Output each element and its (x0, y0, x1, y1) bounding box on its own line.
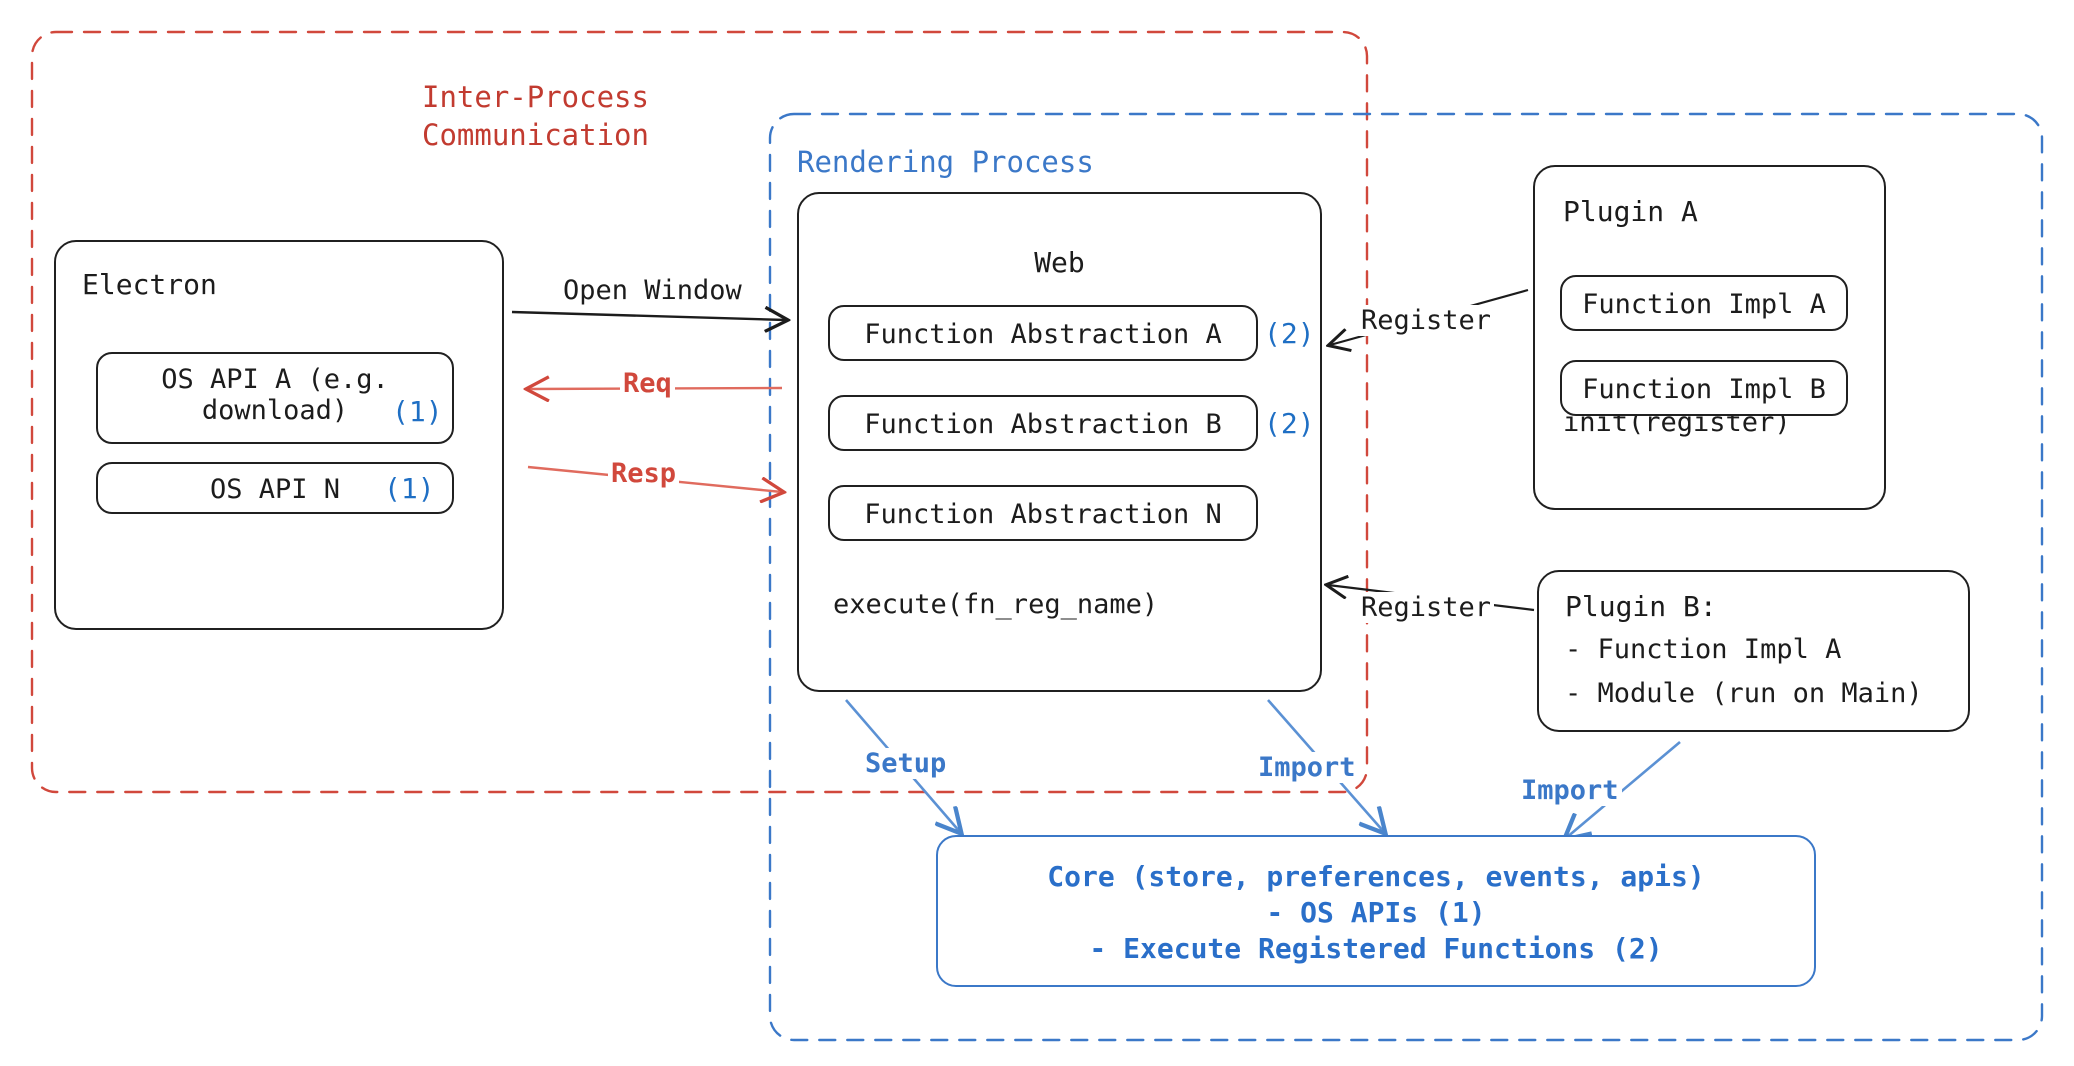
edge-label-import-web: Import (1255, 752, 1359, 783)
os-api-a-label: OS API A (e.g. download) (161, 364, 389, 426)
ipc-region-title: Inter-Process Communication (422, 80, 649, 153)
function-abstraction-b-box[interactable]: Function Abstraction B (828, 395, 1258, 451)
function-impl-b-label: Function Impl B (1582, 374, 1826, 405)
edge-label-open-window: Open Window (560, 275, 745, 306)
function-abstraction-n-label: Function Abstraction N (864, 499, 1222, 530)
plugin-b-line-function-impl-a: - Function Impl A (1565, 634, 1842, 665)
edge-open-window (511, 312, 786, 320)
edge-label-resp: Resp (608, 458, 680, 489)
edge-label-import-plugin-b: Import (1518, 775, 1622, 806)
plugin-b-box[interactable]: Plugin B: - Function Impl A - Module (ru… (1537, 570, 1970, 732)
edge-label-setup: Setup (862, 748, 950, 779)
plugin-a-box[interactable]: Plugin A init(register) (1533, 165, 1886, 510)
web-execute-label: execute(fn_reg_name) (833, 589, 1159, 620)
ipc-region-border (30, 30, 1369, 794)
rendering-region-title: Rendering Process (797, 145, 1094, 179)
function-impl-b-box[interactable]: Function Impl B (1560, 360, 1848, 416)
core-line-os-apis: - OS APIs (1) (1266, 896, 1486, 929)
os-api-a-marker: (1) (392, 395, 443, 428)
core-box[interactable]: Core (store, preferences, events, apis) … (936, 835, 1816, 987)
plugin-b-title: Plugin B: (1565, 590, 1717, 623)
plugin-a-title: Plugin A (1563, 195, 1698, 228)
edge-label-req: Req (620, 368, 675, 399)
rendering-region-border (768, 112, 2044, 1042)
core-line-execute: - Execute Registered Functions (2) (1089, 932, 1663, 965)
function-impl-a-box[interactable]: Function Impl A (1560, 275, 1848, 331)
os-api-a-box[interactable]: OS API A (e.g. download) (96, 352, 454, 444)
function-impl-a-label: Function Impl A (1582, 289, 1826, 320)
plugin-b-line-module: - Module (run on Main) (1565, 678, 1923, 709)
edge-import-plugin-b (1566, 741, 1681, 838)
function-abstraction-b-marker: (2) (1264, 407, 1315, 440)
os-api-n-label: OS API N (209, 474, 341, 505)
edge-label-register-plugin-b: Register (1358, 592, 1495, 623)
os-api-n-marker: (1) (384, 472, 435, 505)
core-line-main: Core (store, preferences, events, apis) (1047, 860, 1705, 893)
function-abstraction-a-marker: (2) (1264, 317, 1315, 350)
function-abstraction-n-box[interactable]: Function Abstraction N (828, 485, 1258, 541)
edge-label-register-plugin-a: Register (1358, 305, 1495, 336)
electron-box-title: Electron (82, 268, 217, 301)
function-abstraction-a-label: Function Abstraction A (864, 319, 1222, 350)
function-abstraction-b-label: Function Abstraction B (864, 409, 1222, 440)
function-abstraction-a-box[interactable]: Function Abstraction A (828, 305, 1258, 361)
os-api-n-box[interactable]: OS API N (96, 462, 454, 514)
web-box-title: Web (1034, 246, 1085, 279)
